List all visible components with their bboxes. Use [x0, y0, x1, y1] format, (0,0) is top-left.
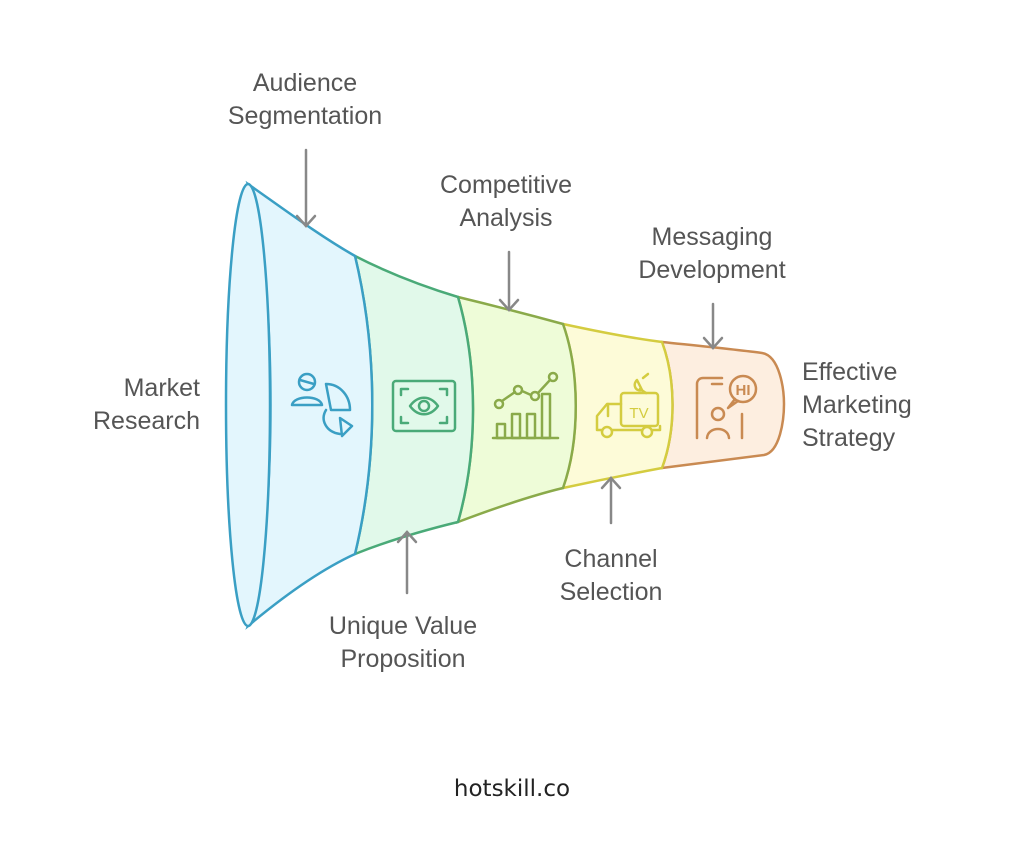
label-channel-selection: Channel Selection — [511, 543, 711, 609]
label-line: Channel — [564, 545, 658, 573]
label-line: Audience — [252, 69, 358, 97]
label-line: Market — [123, 374, 200, 402]
label-messaging-development: Messaging Development — [612, 221, 812, 287]
label-market-research: Market Research — [60, 372, 200, 438]
label-line: Effective — [802, 358, 898, 386]
footer-watermark: hotskill.co — [453, 776, 571, 802]
arrow-channel-selection — [600, 476, 622, 525]
line-bar-chart-icon — [491, 371, 560, 440]
label-line: Messaging — [651, 223, 773, 251]
arrow-unique-value-proposition — [396, 530, 418, 595]
phone-chat-hi-icon — [695, 374, 758, 440]
person-pie-chart-icon — [290, 372, 354, 438]
arrow-competitive-analysis — [498, 250, 520, 312]
tv-van-icon-text: TV — [629, 405, 648, 422]
label-line: Competitive — [440, 171, 572, 199]
label-line: Strategy — [802, 424, 896, 452]
label-line: Segmentation — [227, 102, 383, 130]
funnel-segment-messaging-development — [660, 340, 786, 470]
label-line: Proposition — [340, 645, 466, 673]
label-line: Analysis — [459, 204, 553, 232]
tv-van-icon — [595, 372, 662, 439]
eye-scan-icon — [391, 379, 457, 433]
arrow-messaging-development — [702, 302, 724, 350]
phone-chat-hi-icon-text: HI — [736, 382, 751, 399]
label-line: Development — [638, 256, 786, 284]
funnel-segment-competitive-analysis — [456, 295, 577, 525]
label-line: Research — [93, 407, 200, 435]
funnel-opening-market-research — [224, 182, 272, 628]
label-competitive-analysis: Competitive Analysis — [406, 169, 606, 235]
label-line: Unique Value — [328, 612, 478, 640]
label-unique-value-proposition: Unique Value Proposition — [303, 610, 503, 676]
arrow-audience-segmentation — [295, 148, 317, 228]
label-effective-marketing-strategy: Effective Marketing Strategy — [802, 356, 982, 455]
label-line: Selection — [559, 578, 663, 606]
label-audience-segmentation: Audience Segmentation — [205, 67, 405, 133]
label-line: Marketing — [802, 391, 912, 419]
funnel-segment-channel-selection — [561, 322, 674, 490]
